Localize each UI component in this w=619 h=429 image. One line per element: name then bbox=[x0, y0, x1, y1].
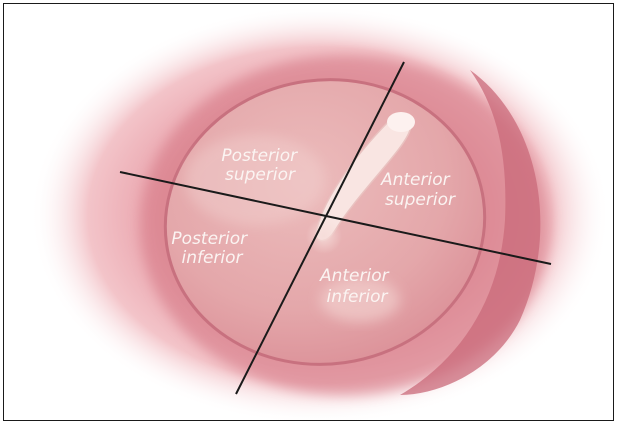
label-posterior-inferior: Posterior inferior bbox=[171, 229, 252, 268]
label-posterior-superior: Posterior superior bbox=[221, 146, 302, 185]
lateral-process bbox=[387, 112, 415, 132]
umbo bbox=[306, 218, 342, 254]
label-anterior-superior: Anterior superior bbox=[380, 170, 456, 210]
label-anterior-inferior: Anterior inferior bbox=[319, 266, 394, 307]
